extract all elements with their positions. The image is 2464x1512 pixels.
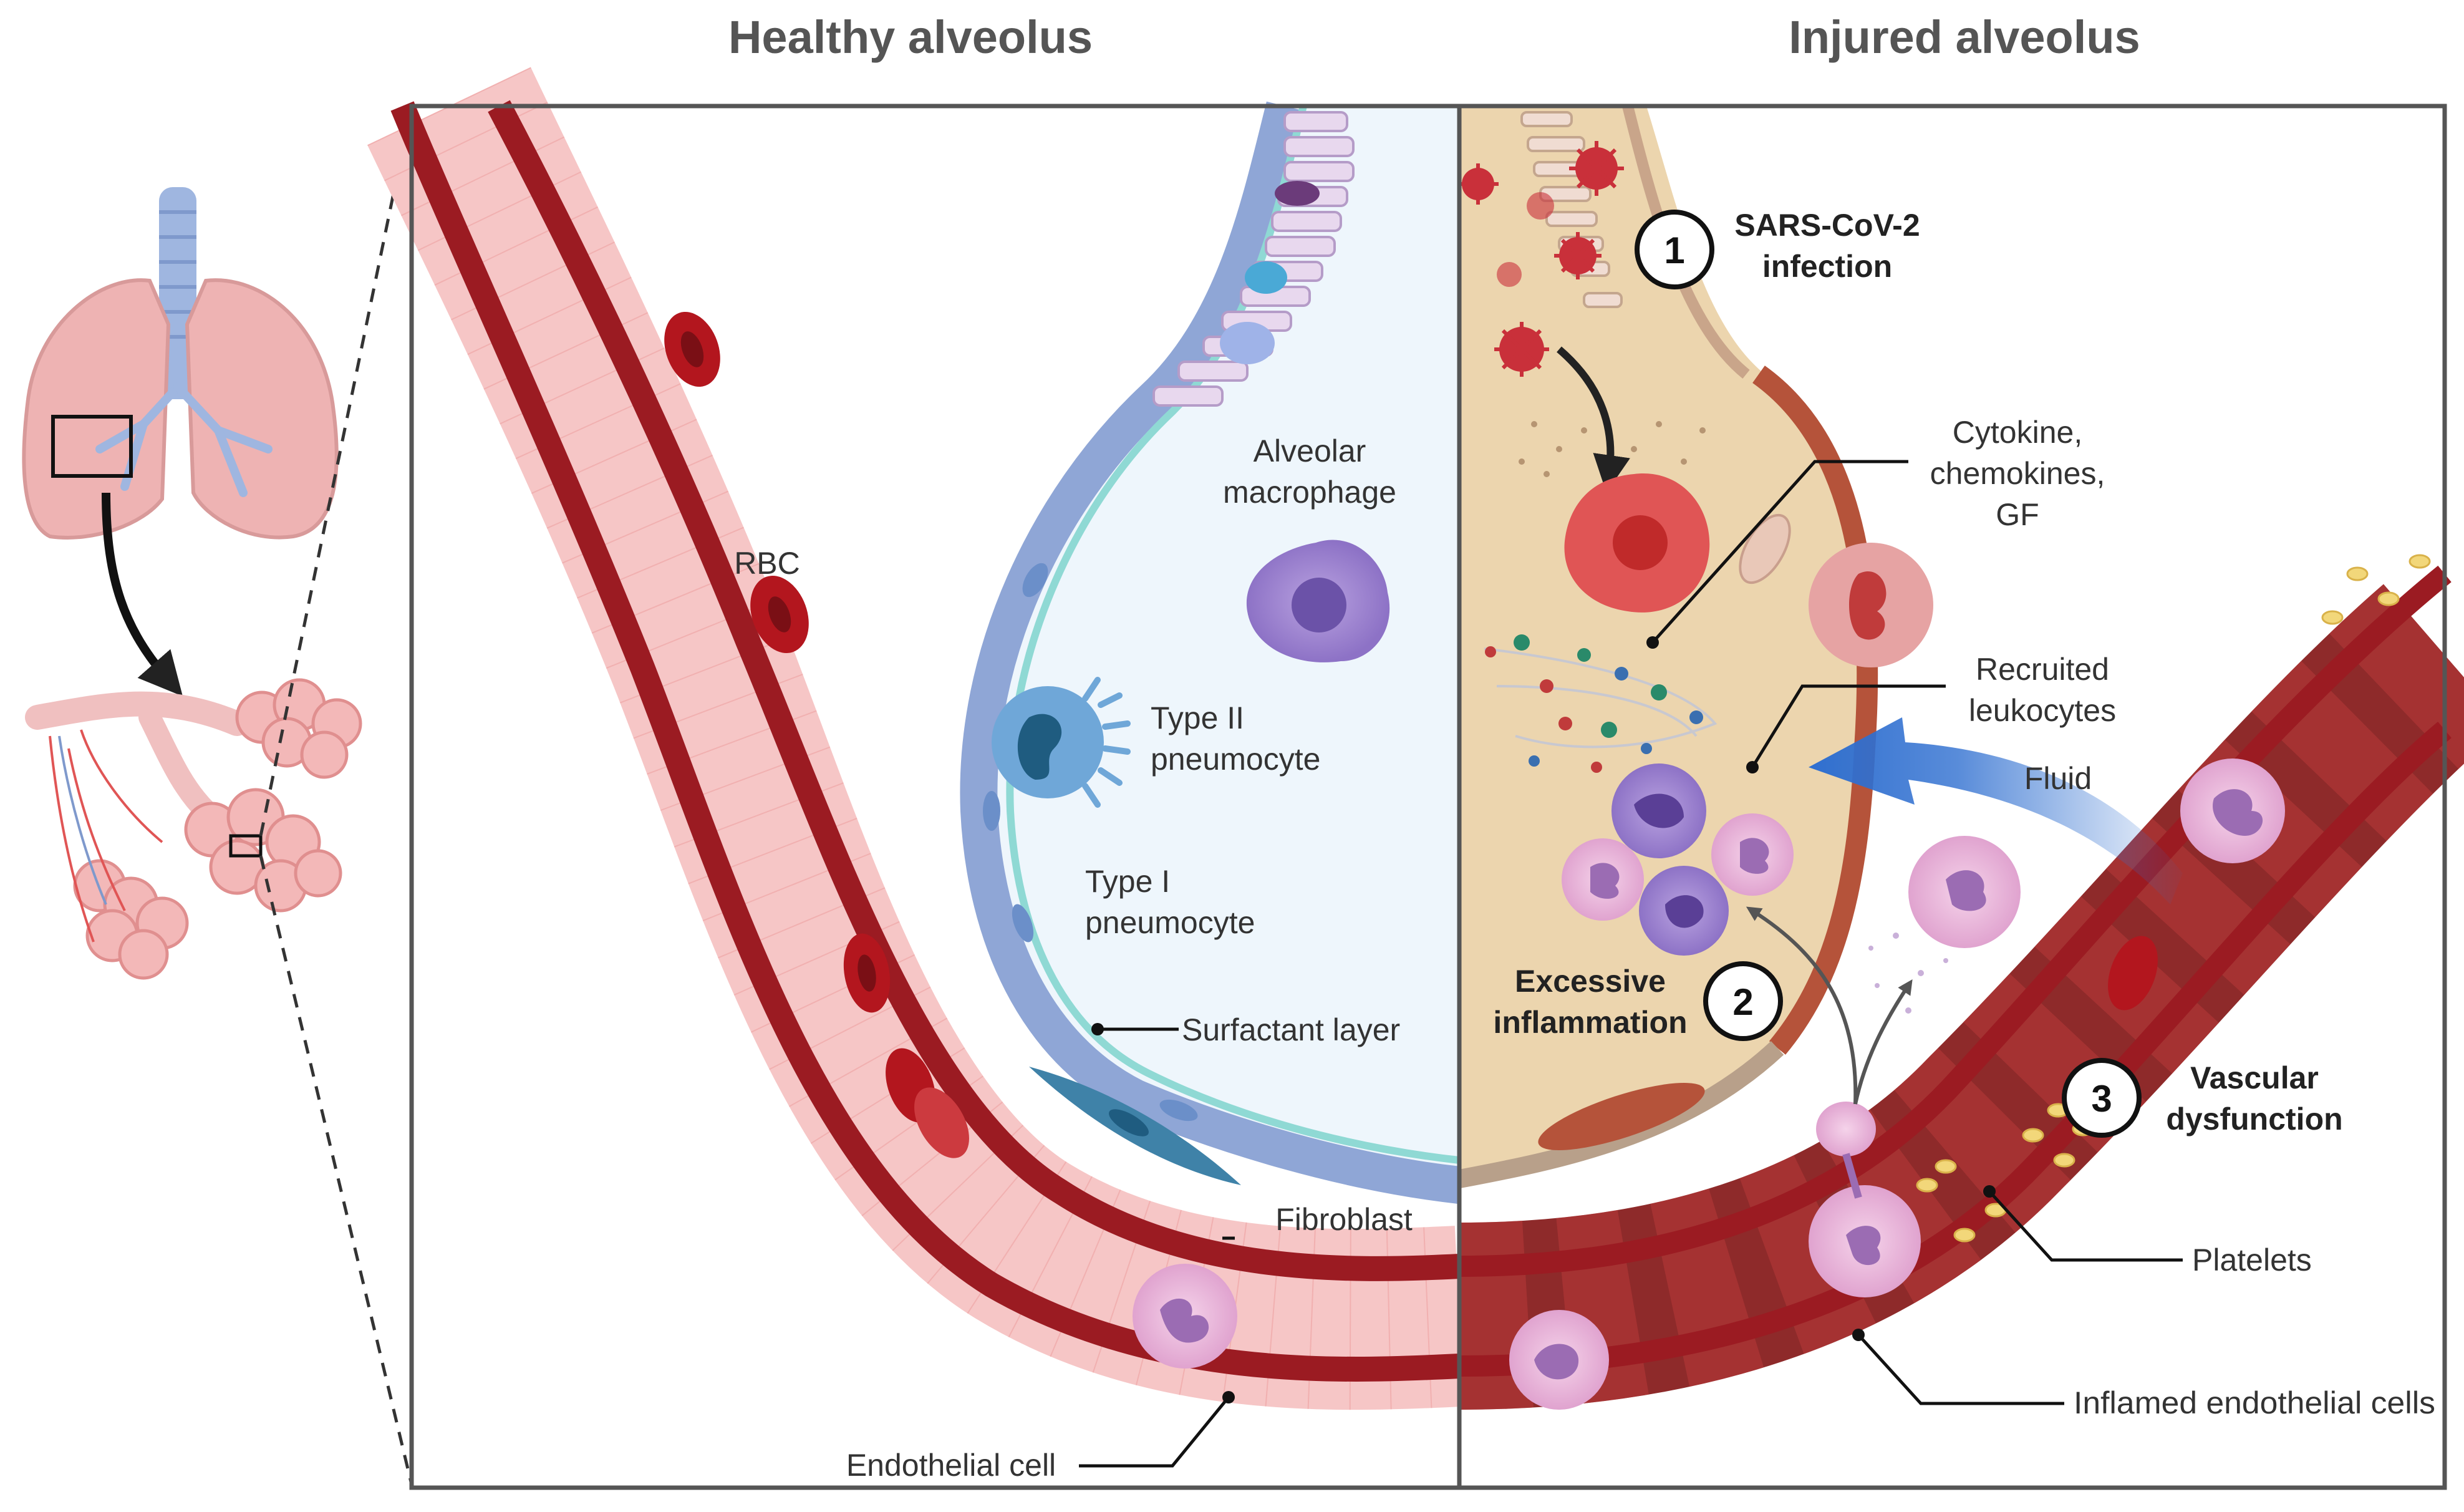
endothelial-label: Endothelial cell <box>846 1448 1056 1483</box>
injured-vessel-leukocytes <box>1509 758 2285 1410</box>
alveoli-cluster <box>25 678 362 980</box>
step-1-label-1: SARS-CoV-2 <box>1734 208 1920 243</box>
lungs-overview <box>22 105 413 1485</box>
activated-macrophage-cell <box>1809 543 1933 667</box>
alveolar-macrophage-label-2: macrophage <box>1223 475 1396 510</box>
step-2-circle <box>1703 961 1783 1041</box>
step-1-number: 1 <box>1664 230 1684 271</box>
injured-vessel-wall-inner <box>1459 565 2452 1277</box>
infected-macrophage-cell <box>1564 473 1710 613</box>
fibroblast-label: Fibroblast <box>1275 1202 1413 1237</box>
healthy-title: Healthy alveolus <box>728 11 1093 63</box>
alveolar-macrophage-label-1: Alveolar <box>1254 434 1366 468</box>
cytokine-label-3: GF <box>1996 497 2039 532</box>
inflamed-endothelial-label: Inflamed endothelial cells <box>2074 1385 2435 1420</box>
injured-alveolus-space <box>1459 106 1874 1185</box>
type2-label-2: pneumocyte <box>1151 742 1320 777</box>
alveolus-zoom-box <box>229 834 263 858</box>
healthy-vessel-wall-outer <box>390 101 1460 1382</box>
step-3-number: 3 <box>2091 1078 2112 1120</box>
healthy-epithelium <box>960 101 1462 1204</box>
recruited-label-2: leukocytes <box>1969 693 2116 728</box>
injured-vessel-wall-outer <box>1459 721 2452 1377</box>
healthy-alveolus-space <box>978 106 1459 1185</box>
lung-zoom-box <box>51 415 133 478</box>
left-lung-shape <box>22 278 171 540</box>
injured-title: Injured alveolus <box>1789 11 2140 63</box>
platelets-label: Platelets <box>2192 1243 2312 1277</box>
step-2-label-1: Excessive <box>1515 964 1666 999</box>
cytokine-network <box>1484 634 1718 773</box>
type2-label-1: Type II <box>1151 700 1244 735</box>
injured-vessel-lumen <box>1459 584 2464 1410</box>
healthy-vessel-wall-inner <box>488 100 1461 1281</box>
step-1-label-2: infection <box>1762 249 1892 284</box>
step-2-number: 2 <box>1732 981 1753 1023</box>
step-1-circle <box>1635 210 1714 289</box>
step-3-circle <box>2062 1058 2142 1138</box>
step-3-label-2: dysfunction <box>2166 1102 2342 1136</box>
cytokine-label-2: chemokines, <box>1930 456 2105 491</box>
panel-frame <box>409 104 2447 1490</box>
step-3-label-1: Vascular <box>2190 1060 2319 1095</box>
rbc-label: RBC <box>734 546 800 581</box>
healthy-rbcs <box>664 311 969 1158</box>
type1-label-1: Type I <box>1085 864 1170 899</box>
type2-pneumocyte-cell <box>992 677 1131 808</box>
right-lung-shape <box>185 278 339 540</box>
cytokine-label-1: Cytokine, <box>1953 415 2082 450</box>
healthy-leukocyte <box>1133 1264 1237 1369</box>
fluid-label: Fluid <box>2024 761 2092 796</box>
fluid-arrow <box>1809 717 2183 904</box>
recruited-label-1: Recruited <box>1976 652 2109 687</box>
recruited-leukocyte-cells <box>1562 763 2021 956</box>
surfactant-label: Surfactant layer <box>1182 1012 1400 1047</box>
alveolar-macrophage-cell <box>1246 540 1390 662</box>
step-2-label-2: inflammation <box>1493 1005 1687 1040</box>
type1-label-2: pneumocyte <box>1085 905 1255 940</box>
